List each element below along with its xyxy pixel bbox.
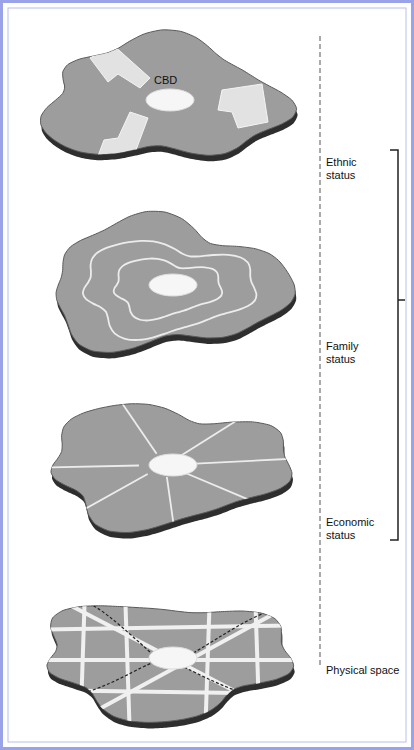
street [20, 625, 320, 630]
street [70, 605, 290, 725]
cbd-label: CBD [154, 74, 194, 87]
street [60, 600, 290, 720]
economic-sector [181, 420, 238, 456]
guide-line [320, 36, 321, 668]
cbd-oval [149, 647, 197, 669]
cbd-oval [146, 89, 194, 111]
street [20, 690, 320, 694]
economic-sector [191, 459, 292, 464]
map-layer [41, 30, 298, 172]
street [125, 590, 130, 740]
ethnic-area [218, 84, 268, 128]
layer-label: Ethnic status [326, 156, 386, 182]
ethnic-area [90, 44, 150, 88]
railway [185, 600, 300, 658]
family-zone [83, 241, 257, 340]
railway [70, 595, 150, 652]
cbd-oval [149, 454, 197, 476]
map-layer [56, 211, 296, 358]
street [205, 590, 210, 740]
economic-sector [167, 477, 174, 524]
layer-surface [41, 30, 297, 155]
bracket [390, 150, 405, 540]
economic-sector [46, 465, 139, 467]
ethnic-area [92, 112, 148, 172]
inner-frame [8, 8, 406, 742]
layer-surface [56, 211, 295, 352]
economic-sector [83, 474, 148, 510]
map-layer [20, 590, 320, 740]
economic-sector [185, 473, 251, 501]
street [255, 590, 260, 740]
economic-sector [121, 401, 157, 453]
map-layer [46, 401, 293, 538]
layer-label: Economic status [326, 516, 388, 542]
railway [180, 665, 320, 712]
layer-surface [51, 404, 292, 533]
layer-label: Physical space [326, 664, 404, 677]
family-zone [114, 259, 222, 321]
cbd-oval [149, 274, 197, 296]
layer-label: Family status [326, 340, 386, 366]
railway [40, 658, 165, 705]
